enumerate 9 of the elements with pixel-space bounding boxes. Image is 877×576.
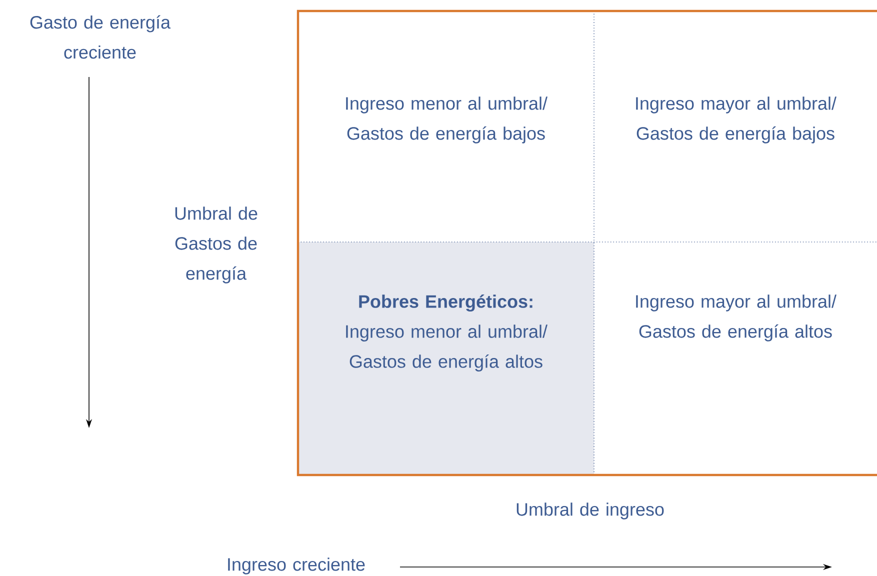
quadrant-cell: Ingreso menor al umbral/ Gastos de energía bajos [346,96,548,144]
axis-label: Ingreso creciente [228,558,365,574]
axis-label: Gasto de energía creciente [30,15,171,59]
quadrant-frame [296,10,877,476]
axis-label: Umbral de Gastos de energía [175,206,258,284]
quadrant-cell: Ingreso mayor al umbral/ Gastos de energía bajos [636,96,836,144]
quadrant-cell: Pobres Energéticos: Ingreso menor al umbral/ Gastos de energía altos [346,294,548,372]
quadrant-cell: Ingreso mayor al umbral/ Gastos de energía altos [636,294,836,342]
axis-label: Umbral de ingreso [516,502,664,520]
